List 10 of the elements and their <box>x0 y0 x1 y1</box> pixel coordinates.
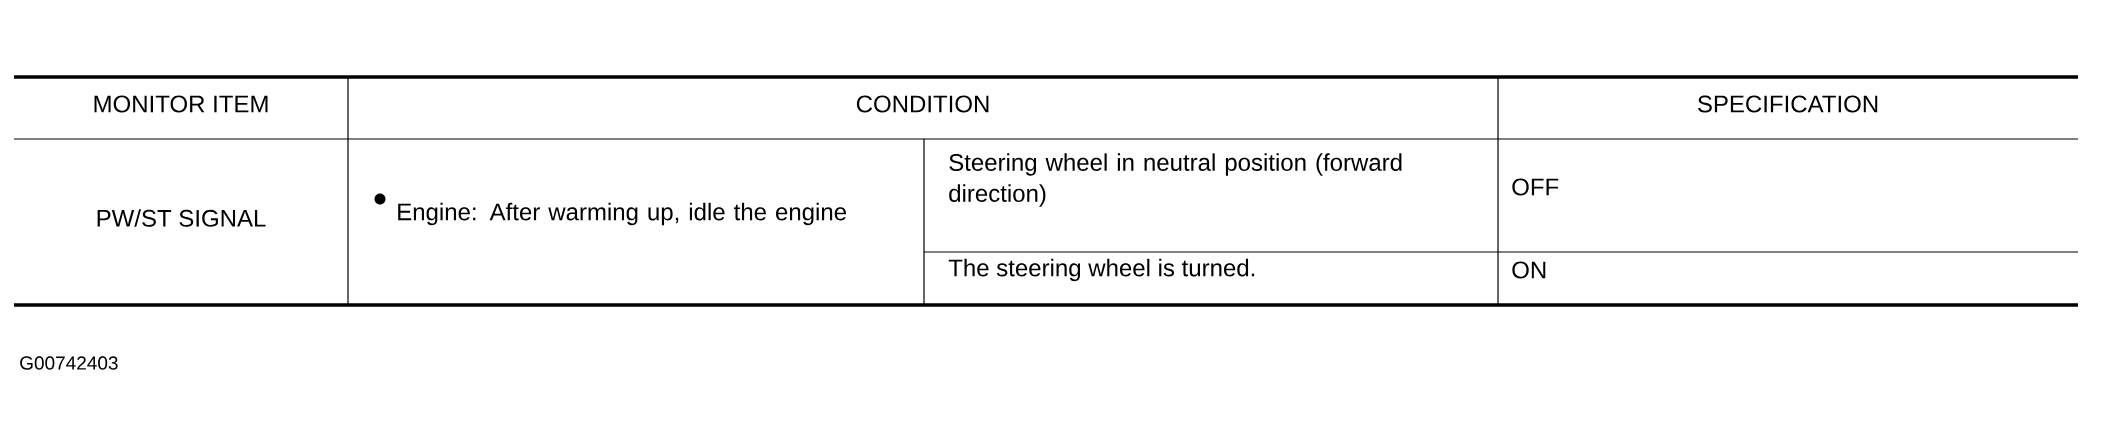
table-cell: PW/ST SIGNAL <box>97 209 266 227</box>
table-cell: ON <box>1512 261 1546 279</box>
figure-code: G00742403 <box>20 356 118 370</box>
table-cell: OFF <box>1512 178 1559 196</box>
header-cell: MONITOR ITEM <box>94 95 268 113</box>
header-cell: SPECIFICATION <box>1698 95 1878 113</box>
table-cell: The steering wheel is turned. <box>948 258 1255 282</box>
table-cell: Steering wheel in neutral position (forward direction) <box>949 153 1402 207</box>
table-cell: Engine: After warming up, idle the engine <box>374 193 846 226</box>
header-cell: CONDITION <box>856 95 989 113</box>
